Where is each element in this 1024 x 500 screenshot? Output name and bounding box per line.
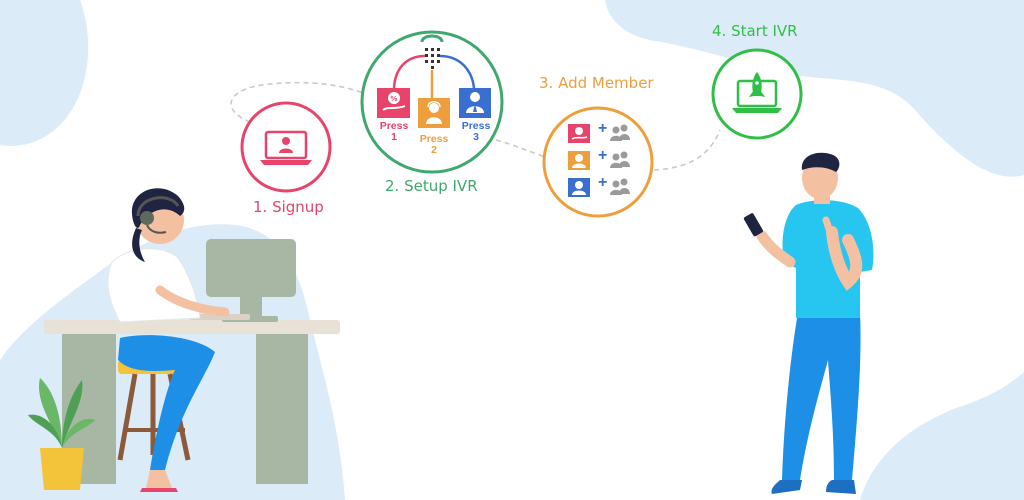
- member-row-1: [568, 124, 630, 143]
- monitor: [206, 239, 296, 322]
- press-word: Press: [419, 133, 449, 145]
- member-plus-3: +: [598, 174, 608, 191]
- step-add-member-circle: [542, 106, 654, 218]
- step-2-label: 2. Setup IVR: [385, 177, 478, 195]
- member-row-3: [568, 178, 630, 197]
- press-option-1: Press 1: [374, 121, 414, 143]
- member-plus-2: +: [598, 147, 608, 164]
- step-setup-ivr-circle: %: [360, 30, 504, 174]
- press-option-3: Press 3: [456, 121, 496, 143]
- group-icon: [610, 178, 630, 195]
- group-icon: [610, 151, 630, 168]
- member-row-2: [568, 151, 630, 170]
- laptop-rocket-icon: [732, 72, 782, 113]
- potted-plant: [28, 378, 95, 490]
- bg-blob-top-right: [605, 0, 1024, 177]
- step-start-ivr-circle: [711, 48, 803, 140]
- option-box-3: [459, 88, 491, 118]
- step-signup-circle: [240, 101, 332, 193]
- press-number: 1: [391, 131, 397, 143]
- press-word: Press: [461, 120, 491, 132]
- phone-keypad-icon: [420, 34, 444, 69]
- step-4-label: 4. Start IVR: [712, 22, 798, 40]
- group-icon: [610, 124, 630, 141]
- step-1-label: 1. Signup: [253, 198, 324, 216]
- bg-blob-top-left: [0, 0, 89, 146]
- svg-text:%: %: [390, 95, 397, 103]
- laptop-user-icon: [260, 130, 312, 165]
- step-3-label: 3. Add Member: [539, 74, 654, 92]
- smartphone-icon: [743, 213, 763, 237]
- flow-connector-dashed: [230, 81, 721, 171]
- press-word: Press: [379, 120, 409, 132]
- press-number: 2: [431, 144, 437, 156]
- option-box-2: [418, 98, 450, 128]
- option-box-1: %: [377, 88, 410, 118]
- standing-man: [743, 152, 874, 494]
- press-number: 3: [473, 131, 479, 143]
- member-plus-1: +: [598, 120, 608, 137]
- press-option-2: Press 2: [414, 134, 454, 156]
- bg-blob-bottom-right: [860, 372, 1024, 500]
